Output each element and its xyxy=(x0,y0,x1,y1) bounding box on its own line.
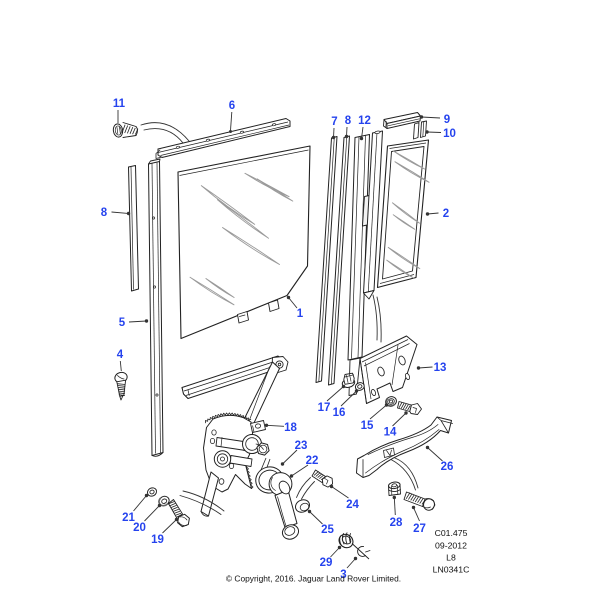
svg-text:22: 22 xyxy=(306,455,319,467)
svg-text:C01.475: C01.475 xyxy=(435,528,468,538)
svg-text:24: 24 xyxy=(346,499,359,511)
svg-text:L8: L8 xyxy=(446,553,456,563)
svg-text:10: 10 xyxy=(443,128,456,140)
svg-text:© Copyright, 2016. Jaguar Land: © Copyright, 2016. Jaguar Land Rover Lim… xyxy=(226,574,401,584)
svg-text:28: 28 xyxy=(390,517,403,529)
svg-text:9: 9 xyxy=(444,114,450,126)
svg-text:7: 7 xyxy=(331,116,337,128)
svg-text:23: 23 xyxy=(295,440,308,452)
svg-text:2: 2 xyxy=(443,208,449,220)
svg-text:11: 11 xyxy=(113,98,126,110)
svg-text:27: 27 xyxy=(413,523,426,535)
svg-text:4: 4 xyxy=(117,349,124,361)
svg-text:09-2012: 09-2012 xyxy=(435,541,467,551)
svg-text:20: 20 xyxy=(133,522,146,534)
svg-text:18: 18 xyxy=(284,422,297,434)
svg-text:6: 6 xyxy=(229,100,235,112)
svg-text:15: 15 xyxy=(361,420,374,432)
svg-text:16: 16 xyxy=(333,407,346,419)
svg-text:8: 8 xyxy=(345,115,352,127)
svg-text:12: 12 xyxy=(358,115,371,127)
svg-text:8: 8 xyxy=(101,207,108,219)
svg-text:5: 5 xyxy=(119,317,126,329)
svg-text:17: 17 xyxy=(318,402,331,414)
svg-text:14: 14 xyxy=(384,427,397,439)
svg-text:29: 29 xyxy=(320,557,333,569)
svg-text:13: 13 xyxy=(434,362,447,374)
svg-text:19: 19 xyxy=(151,534,164,546)
svg-text:LN0341C: LN0341C xyxy=(433,565,470,575)
svg-text:25: 25 xyxy=(321,524,334,536)
svg-text:1: 1 xyxy=(297,308,304,320)
svg-text:21: 21 xyxy=(122,512,135,524)
svg-text:3: 3 xyxy=(340,569,346,581)
svg-text:26: 26 xyxy=(441,461,454,473)
